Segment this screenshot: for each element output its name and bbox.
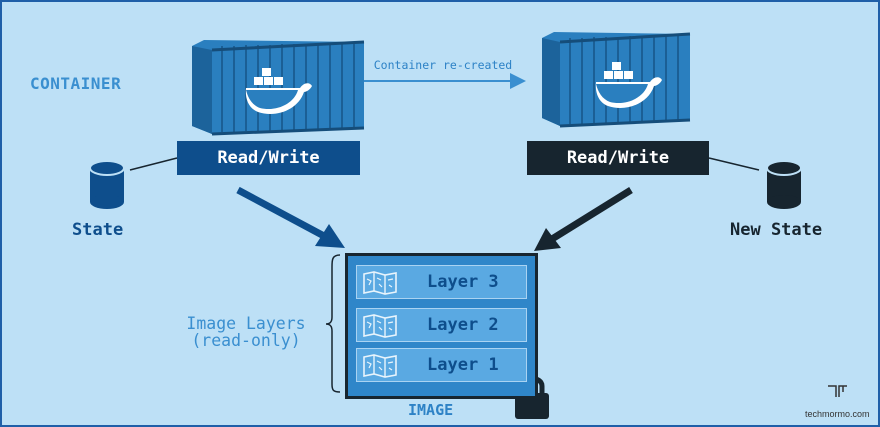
image-layers-label-line1: Image Layers [186, 314, 306, 333]
brand-text: techmormo.com [805, 409, 870, 419]
image-layers-label-line2: (read-only) [191, 331, 301, 350]
image-layers-label: Image Layers (read-only) [162, 315, 330, 349]
techmormo-logo-icon [828, 385, 847, 397]
layer-2: Layer 2 [356, 308, 527, 342]
container-label: CONTAINER [30, 74, 122, 93]
map-icon [363, 354, 397, 378]
arrow-left-to-image [236, 186, 345, 248]
arrow-right-to-image [534, 187, 633, 251]
layer-1: Layer 1 [356, 348, 527, 382]
layer-label: Layer 1 [427, 355, 499, 375]
state-connector-left [129, 157, 178, 171]
image-frame: Layer 3 Layer 2 Layer 1 [345, 253, 538, 399]
recreated-label: Container re-created [373, 58, 513, 72]
layer-3: Layer 3 [356, 265, 527, 299]
shipping-container-icon-right [542, 32, 691, 128]
layer-label: Layer 2 [427, 315, 499, 335]
new-state-label: New State [730, 220, 823, 240]
database-icon [89, 160, 125, 209]
layer-label: Layer 3 [427, 272, 499, 292]
shipping-container-icon [192, 40, 365, 136]
state-label: State [72, 220, 124, 240]
map-icon [363, 271, 397, 295]
map-icon [363, 314, 397, 338]
read-write-layer-left: Read/Write [177, 141, 360, 175]
database-icon-right [766, 160, 802, 209]
read-write-layer-right: Read/Write [527, 141, 709, 175]
image-label: IMAGE [408, 401, 454, 419]
state-connector-right [708, 157, 760, 171]
layers-brace [325, 254, 341, 393]
